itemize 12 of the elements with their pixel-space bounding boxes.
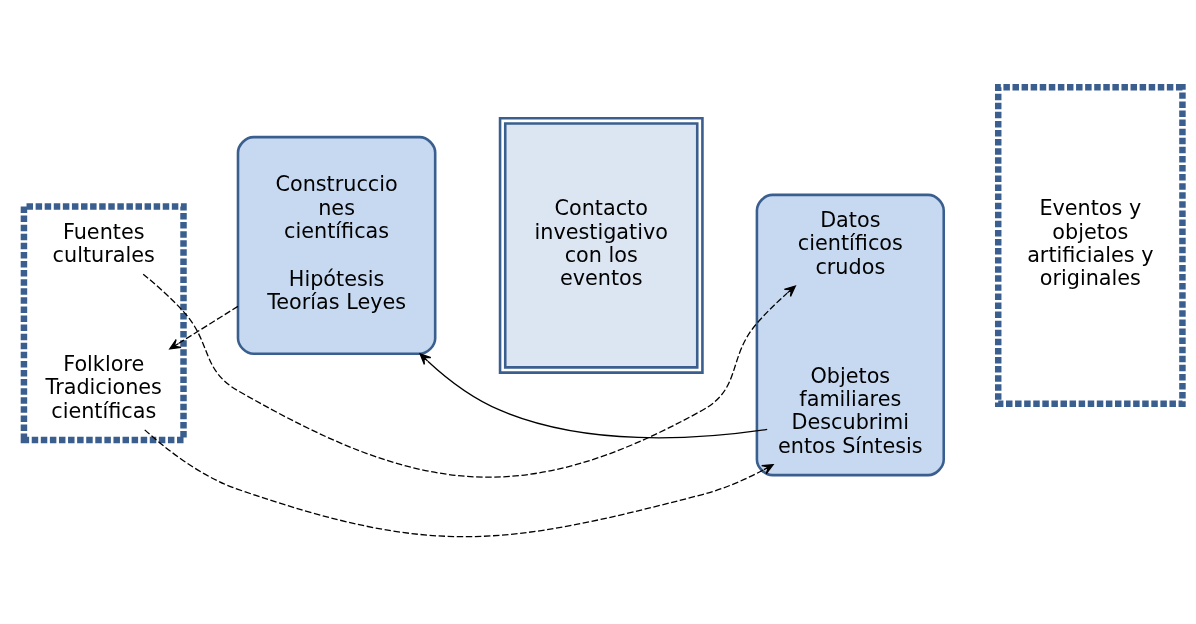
node-text: Datos científicos crudos — [797, 208, 903, 279]
node-box: Construccio nes científicas Hipótesis Teorías Leyes — [236, 135, 437, 356]
arrow — [142, 273, 796, 478]
cluster — [20, 203, 187, 444]
arrow — [169, 305, 239, 350]
arrow — [144, 429, 774, 538]
node-text: Objetos familiares Descubrimi entos Síntesis — [778, 363, 923, 458]
arrow — [419, 353, 768, 439]
node-text: Fuentes culturales — [52, 219, 155, 268]
node-box: Eventos y objetos artificiales y originales — [994, 83, 1186, 407]
node-text: Folklore Tradiciones científicas — [45, 352, 162, 423]
node-box: Contacto investigativo con los eventos — [498, 117, 704, 374]
